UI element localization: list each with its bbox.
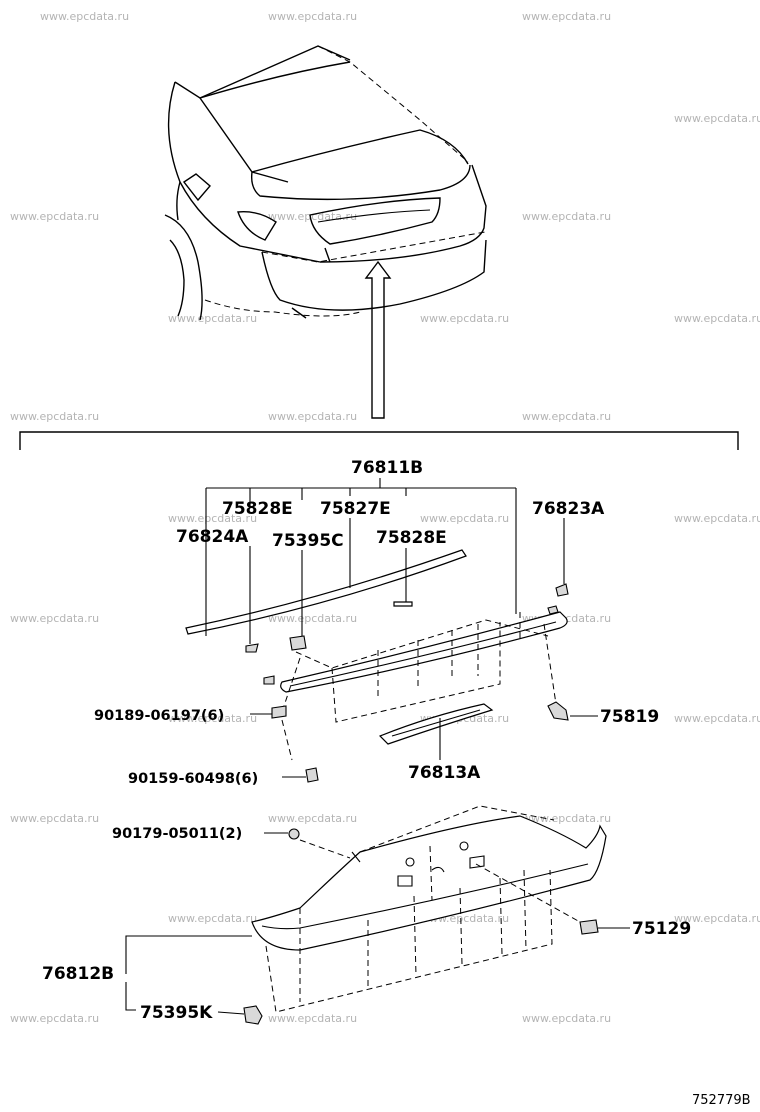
part-label-76812B: 76812B: [42, 964, 114, 984]
watermark: www.epcdata.ru: [522, 210, 611, 223]
watermark: www.epcdata.ru: [268, 210, 357, 223]
watermark: www.epcdata.ru: [10, 812, 99, 825]
clip-part: [555, 583, 569, 597]
watermark: www.epcdata.ru: [522, 10, 611, 23]
watermark: www.epcdata.ru: [420, 512, 509, 525]
watermark: www.epcdata.ru: [522, 1012, 611, 1025]
watermark: www.epcdata.ru: [10, 210, 99, 223]
watermark: www.epcdata.ru: [674, 712, 760, 725]
bolt-part: [305, 767, 319, 783]
part-label-75819: 75819: [600, 707, 659, 727]
moulding-strip: [185, 549, 467, 635]
part-label-75395K: 75395K: [140, 1003, 213, 1023]
clip-part: [245, 643, 259, 653]
clip-part: [547, 605, 559, 615]
watermark: www.epcdata.ru: [268, 1012, 357, 1025]
part-label-75828E: 75828E: [222, 499, 293, 519]
clip-part: [393, 601, 413, 607]
clip-part: [289, 635, 307, 651]
watermark: www.epcdata.ru: [674, 112, 760, 125]
clip-part: [243, 1005, 263, 1025]
lower-panel: [251, 815, 607, 951]
watermark: www.epcdata.ru: [168, 712, 257, 725]
watermark: www.epcdata.ru: [168, 512, 257, 525]
hole-part: [405, 857, 415, 867]
watermark: www.epcdata.ru: [168, 312, 257, 325]
part-label-75129: 75129: [632, 919, 691, 939]
leader-lines: [125, 478, 630, 1015]
part-label-75828E: 75828E: [376, 528, 447, 548]
watermark: www.epcdata.ru: [674, 512, 760, 525]
watermark: www.epcdata.ru: [268, 10, 357, 23]
lower-panel-assembly: [251, 805, 607, 1013]
watermark: www.epcdata.ru: [10, 410, 99, 423]
license-lamp-assembly: [378, 703, 494, 745]
garnish-assembly: [185, 549, 569, 761]
watermark-layer: www.epcdata.ru www.epcdata.ru www.epcdat…: [10, 10, 760, 1025]
car-rear-illustration: [164, 45, 487, 321]
part-label-75827E: 75827E: [320, 499, 391, 519]
part-label-90159-60498: 90159-60498(6): [128, 771, 258, 787]
hole-part: [459, 841, 469, 851]
watermark: www.epcdata.ru: [168, 912, 257, 925]
part-label-75395C: 75395C: [272, 531, 344, 551]
location-arrow: [364, 260, 392, 419]
watermark: www.epcdata.ru: [674, 912, 760, 925]
watermark: www.epcdata.ru: [522, 812, 611, 825]
watermark: www.epcdata.ru: [522, 410, 611, 423]
clip-part: [271, 705, 287, 719]
watermark: www.epcdata.ru: [10, 1012, 99, 1025]
clip-part: [547, 701, 569, 721]
watermark: www.epcdata.ru: [10, 612, 99, 625]
part-label-76813A: 76813A: [408, 763, 481, 783]
part-label-76811B: 76811B: [351, 458, 423, 478]
clip-part: [263, 675, 275, 685]
part-label-90179-05011: 90179-05011(2): [112, 826, 242, 842]
figure-reference: 752779B: [692, 1093, 751, 1108]
part-label-90189-06197: 90189-06197(6): [94, 708, 224, 724]
group-bracket: [19, 431, 739, 450]
nut-part: [288, 828, 300, 840]
part-label-76823A: 76823A: [532, 499, 605, 519]
clip-part: [579, 919, 599, 935]
lamp-part: [378, 703, 494, 745]
fasteners: [243, 701, 599, 1025]
watermark: www.epcdata.ru: [420, 312, 509, 325]
part-label-76824A: 76824A: [176, 527, 249, 547]
watermark: www.epcdata.ru: [40, 10, 129, 23]
watermark: www.epcdata.ru: [268, 410, 357, 423]
watermark: www.epcdata.ru: [268, 812, 357, 825]
watermark: www.epcdata.ru: [268, 612, 357, 625]
watermark: www.epcdata.ru: [674, 312, 760, 325]
part-labels: 76811B 75828E 75827E 76823A 76824A 75395…: [42, 458, 691, 1023]
